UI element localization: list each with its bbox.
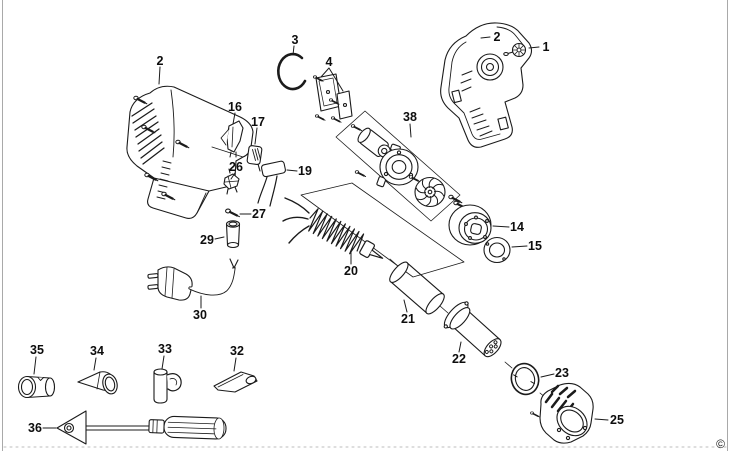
part-33-reflector-nozzle-drawing [153, 368, 182, 404]
part-1-knob-drawing [503, 42, 527, 58]
copyright-mark: © [716, 437, 725, 451]
part-4-plates-drawing [312, 73, 353, 124]
part-2-left-housing-drawing [126, 85, 254, 219]
part-26-connector-drawing [223, 168, 240, 195]
part-2-right-housing-drawing [440, 22, 533, 148]
element-wires [282, 197, 310, 244]
part-29-bushing-drawing [225, 220, 241, 249]
part-23-ring-drawing [510, 362, 540, 396]
part-17-component-drawing [246, 145, 263, 172]
part-15-gasket-drawing [483, 236, 511, 264]
leader-lines [33, 36, 609, 429]
part-20-heating-element-drawing [282, 197, 384, 259]
part-32-flat-nozzle-drawing [213, 371, 258, 393]
part-19-capacitor-drawing [257, 160, 286, 207]
right-housing-hatch [460, 70, 493, 137]
part-22-barrel-drawing [443, 301, 502, 358]
part-35-sleeve-drawing [17, 375, 56, 399]
part-36-scraper-drawing [56, 410, 227, 445]
part-16-switch-drawing [220, 120, 244, 158]
explosion-guide-lines [300, 110, 547, 399]
part-25-end-cap-drawing [529, 382, 594, 444]
part-30-power-cord-drawing [147, 258, 239, 301]
part-27-screw-drawing [225, 208, 240, 218]
part-21-tube-drawing [389, 261, 445, 315]
end-cap-slots [544, 384, 577, 416]
part-14-fan-housing-drawing [448, 204, 492, 246]
part-3-retaining-ring-drawing [277, 52, 307, 91]
part-34-cone-nozzle-drawing [77, 371, 118, 395]
part-38-motor-assembly-drawing [350, 123, 446, 208]
